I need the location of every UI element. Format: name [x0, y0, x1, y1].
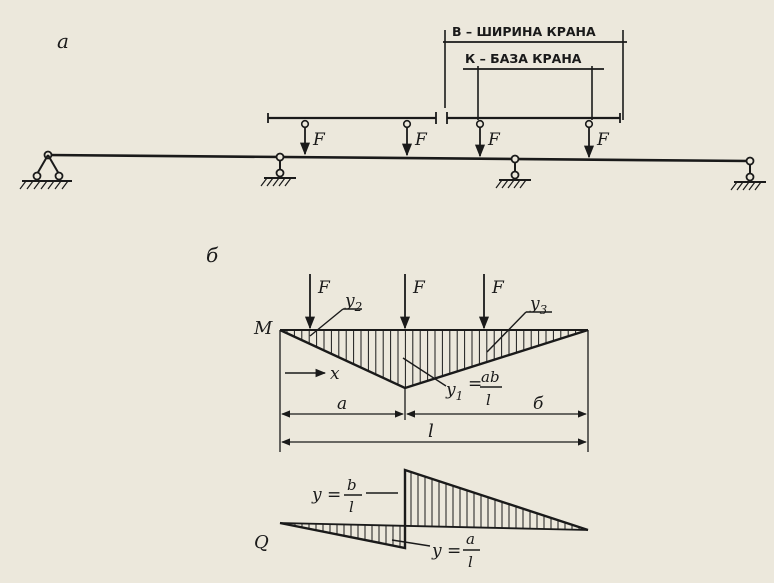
shear-baseline: [279, 522, 589, 531]
x-label: x: [330, 364, 340, 384]
crane-base-label: К – БАЗА КРАНА: [465, 51, 582, 66]
force-label: F: [312, 130, 326, 150]
y3-annotation: y3: [486, 294, 552, 353]
crane-width-dimension: В – ШИРИНА КРАНА: [443, 24, 627, 120]
svg-text:y3: y3: [529, 294, 548, 317]
svg-text:y1: y1: [445, 380, 463, 403]
ya-denominator: l: [468, 553, 473, 571]
y1-subscript: 1: [456, 389, 464, 403]
shear-hatching: [287, 471, 580, 547]
shear-label: Q: [254, 532, 269, 553]
force-label: F: [317, 278, 331, 298]
force-label: F: [414, 130, 428, 150]
b-dimension-label: б: [533, 394, 544, 414]
moment-label: М: [253, 318, 273, 339]
y1-annotation: y1 = ab l: [402, 357, 502, 409]
wheel-load-arrow: F: [401, 119, 428, 157]
ya-label: y =: [431, 541, 461, 561]
yb-label: y =: [311, 485, 341, 505]
y2-annotation: y2: [309, 291, 362, 337]
ya-numerator: a: [466, 530, 475, 548]
crane-base-dimension: К – БАЗА КРАНА: [463, 51, 604, 120]
wheel-load-arrow: F: [474, 119, 501, 158]
roller-support: [495, 154, 531, 189]
roller-support: [730, 156, 766, 191]
moment-diagram: М: [253, 318, 589, 390]
roller-supports: [260, 152, 766, 191]
crane-width-label: В – ШИРИНА КРАНА: [452, 24, 596, 39]
left-pin-support: [19, 150, 72, 190]
part-b-label: б: [206, 243, 219, 267]
roller-support: [260, 152, 296, 187]
y1-label: y: [445, 380, 456, 400]
l-dimension-label: l: [428, 421, 434, 442]
span-dimensions: a б l: [279, 330, 589, 452]
shear-outline: [279, 468, 589, 550]
crane-runway: [267, 112, 621, 124]
moment-outline: [279, 328, 589, 390]
force-label: F: [491, 278, 505, 298]
y2-label: y: [344, 291, 355, 311]
yb-denominator: l: [349, 498, 354, 516]
x-coordinate-arrow: x: [285, 364, 340, 384]
load-arrow: F: [478, 274, 505, 330]
yb-numerator: b: [347, 476, 357, 494]
load-arrow: F: [304, 274, 331, 330]
y3-label: y: [529, 294, 540, 314]
moment-hatching: [286, 331, 584, 388]
load-arrow: F: [399, 274, 426, 330]
y2-subscript: 2: [354, 300, 363, 314]
wheel-load-arrow: F: [299, 119, 326, 156]
continuous-beam: [47, 153, 751, 163]
yb-annotation: y = b l: [311, 476, 398, 516]
force-label: F: [412, 278, 426, 298]
a-dimension-label: a: [337, 394, 347, 414]
ya-annotation: y = a l: [391, 530, 480, 571]
y3-subscript: 3: [540, 303, 548, 317]
shear-diagram: Q: [254, 468, 589, 553]
svg-text:y2: y2: [344, 291, 362, 314]
part-a-label: а: [57, 29, 69, 53]
y1-numerator: ab: [481, 368, 500, 386]
force-label: F: [487, 130, 501, 150]
y1-equals: =: [468, 374, 482, 394]
force-label: F: [596, 130, 610, 150]
wheel-load-arrow: F: [583, 119, 610, 159]
y1-denominator: l: [486, 391, 491, 409]
